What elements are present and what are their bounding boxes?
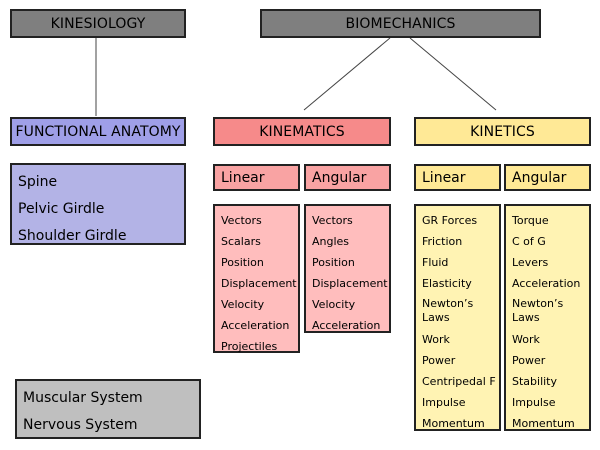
kinetics-linear-label: Linear [422,169,466,186]
kinetics-header: KINETICS [414,117,591,146]
kinematics-linear-list: Vectors Scalars Position Displacement Ve… [213,204,300,353]
kinematics-title: KINEMATICS [259,123,345,140]
kinetics-angular-label: Angular [512,169,567,186]
functional-anatomy-title: FUNCTIONAL ANATOMY [15,123,181,140]
kinesiology-label: KINESIOLOGY [50,15,146,32]
functional-anatomy-list: Spine Pelvic Girdle Shoulder Girdle [10,163,186,245]
kinetics-angular-item: Acceleration [512,277,581,290]
kinematics-linear-item: Velocity [221,298,265,311]
kinesiology-header: KINESIOLOGY [10,9,186,38]
anatomy-item: Shoulder Girdle [18,228,127,244]
kinetics-angular-item: Levers [512,256,549,269]
kinetics-angular-item: Work [512,333,540,346]
kinematics-linear-item: Projectiles [221,340,278,353]
kinematics-angular-item: Velocity [312,298,356,311]
kinematics-header: KINEMATICS [213,117,391,146]
functional-anatomy-header: FUNCTIONAL ANATOMY [10,117,186,146]
kinetics-linear-item: Centripedal F [422,375,496,388]
systems-list: Muscular System Nervous System [15,379,201,439]
kinematics-linear-label: Linear [221,169,265,186]
kinematics-angular-item: Acceleration [312,319,381,332]
kinetics-linear-item: Work [422,333,450,346]
system-item: Muscular System [23,390,143,406]
kinetics-linear-item: Elasticity [422,277,472,290]
kinematics-angular-header: Angular [304,164,391,191]
kinematics-linear-item: Position [221,256,264,269]
kinematics-linear-item: Vectors [221,214,262,227]
kinetics-linear-item: Momentum [422,417,485,430]
kinetics-title: KINETICS [470,123,535,140]
anatomy-item: Pelvic Girdle [18,201,105,217]
kinetics-linear-list: GR Forces Friction Fluid Elasticity Newt… [414,204,501,431]
connector-biomechanics-kinetics [409,37,497,111]
kinematics-angular-item: Position [312,256,355,269]
kinematics-angular-item: Vectors [312,214,353,227]
kinetics-linear-item: Friction [422,235,463,248]
kinetics-linear-item: Impulse [422,396,466,409]
biomechanics-header: BIOMECHANICS [260,9,541,38]
kinematics-linear-item: Displacement [221,277,297,290]
biomechanics-label: BIOMECHANICS [345,15,456,32]
kinetics-angular-header: Angular [504,164,591,191]
connector-biomechanics-kinematics [303,37,391,111]
kinematics-angular-list: Vectors Angles Position Displacement Vel… [304,204,391,333]
kinetics-linear-item: Fluid [422,256,449,269]
kinetics-linear-header: Linear [414,164,501,191]
kinetics-linear-item: Newton’s Laws [422,297,474,324]
kinematics-angular-item: Displacement [312,277,388,290]
kinetics-angular-list: Torque C of G Levers Acceleration Newton… [504,204,591,431]
kinematics-linear-item: Scalars [221,235,261,248]
kinetics-angular-item: Impulse [512,396,556,409]
kinetics-angular-item: Momentum [512,417,575,430]
kinetics-angular-item: Power [512,354,546,367]
kinetics-linear-item: Power [422,354,456,367]
kinematics-linear-header: Linear [213,164,300,191]
kinetics-angular-item: C of G [512,235,546,248]
kinetics-angular-item: Newton’s Laws [512,297,564,324]
kinetics-angular-item: Torque [512,214,549,227]
kinetics-linear-item: GR Forces [422,214,478,227]
system-item: Nervous System [23,417,138,433]
kinetics-angular-item: Stability [512,375,558,388]
kinematics-angular-item: Angles [312,235,350,248]
anatomy-item: Spine [18,174,58,190]
kinematics-linear-item: Acceleration [221,319,290,332]
kinematics-angular-label: Angular [312,169,367,186]
